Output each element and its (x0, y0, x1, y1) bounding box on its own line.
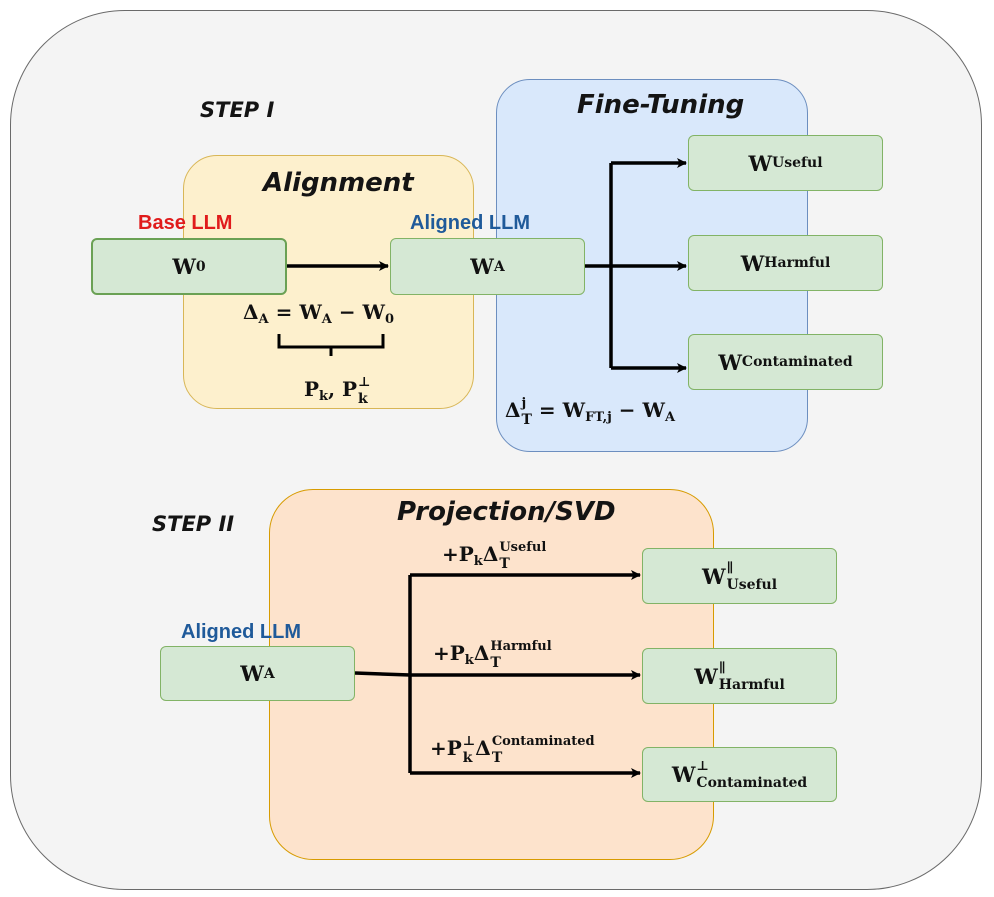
wp-useful-symbol: W (701, 563, 726, 589)
base-llm-label: Base LLM (138, 212, 233, 234)
w-harmful-symbol: W (740, 250, 765, 276)
wp-useful-sub: Useful (726, 576, 778, 593)
step-1-label: STEP I (200, 98, 275, 122)
wp-harmful-symbol: W (694, 663, 718, 689)
wp-harmful-sup: ∥ (718, 660, 726, 676)
projector-bracket (277, 334, 385, 356)
wire-wa2-to-trunk (354, 671, 411, 677)
w-useful-symbol: W (748, 150, 773, 176)
wp-harmful-sub: Harmful (718, 676, 785, 693)
aligned-llm-label: Aligned LLM (410, 212, 530, 234)
wa-symbol: W (470, 254, 494, 279)
wp-useful-sup: ∥ (726, 560, 734, 576)
eq-projectors: Pk, P⊥k (304, 375, 371, 407)
w-harmful-sub: Harmful (764, 255, 831, 271)
w-useful-sub: Useful (772, 155, 823, 171)
wp-contaminated-symbol: W (671, 762, 696, 787)
w0-sub: 0 (195, 258, 206, 275)
w0-symbol: W (172, 254, 196, 279)
w-contaminated-symbol: W (718, 349, 742, 375)
alignment-title: Alignment (263, 168, 414, 198)
fine-tuning-title: Fine-Tuning (577, 90, 745, 120)
projection-title: Projection/SVD (397, 497, 616, 527)
node-wp-useful: W∥Useful (642, 548, 837, 604)
wa2-sub: A (263, 665, 275, 682)
eq-delta-a: ΔA = WA − W0 (243, 300, 395, 327)
w-contaminated-sub: Contaminated (741, 354, 853, 370)
wa2-symbol: W (240, 661, 264, 686)
aligned-llm-label-step2: Aligned LLM (181, 621, 301, 643)
step-2-label: STEP II (152, 512, 235, 536)
wa-sub: A (493, 258, 505, 275)
node-wp-contaminated: W⊥Contaminated (642, 747, 837, 802)
node-wp-harmful: W∥Harmful (642, 648, 837, 704)
wp-contaminated-sub: Contaminated (696, 775, 808, 791)
wp-contaminated-sup: ⊥ (696, 759, 709, 774)
